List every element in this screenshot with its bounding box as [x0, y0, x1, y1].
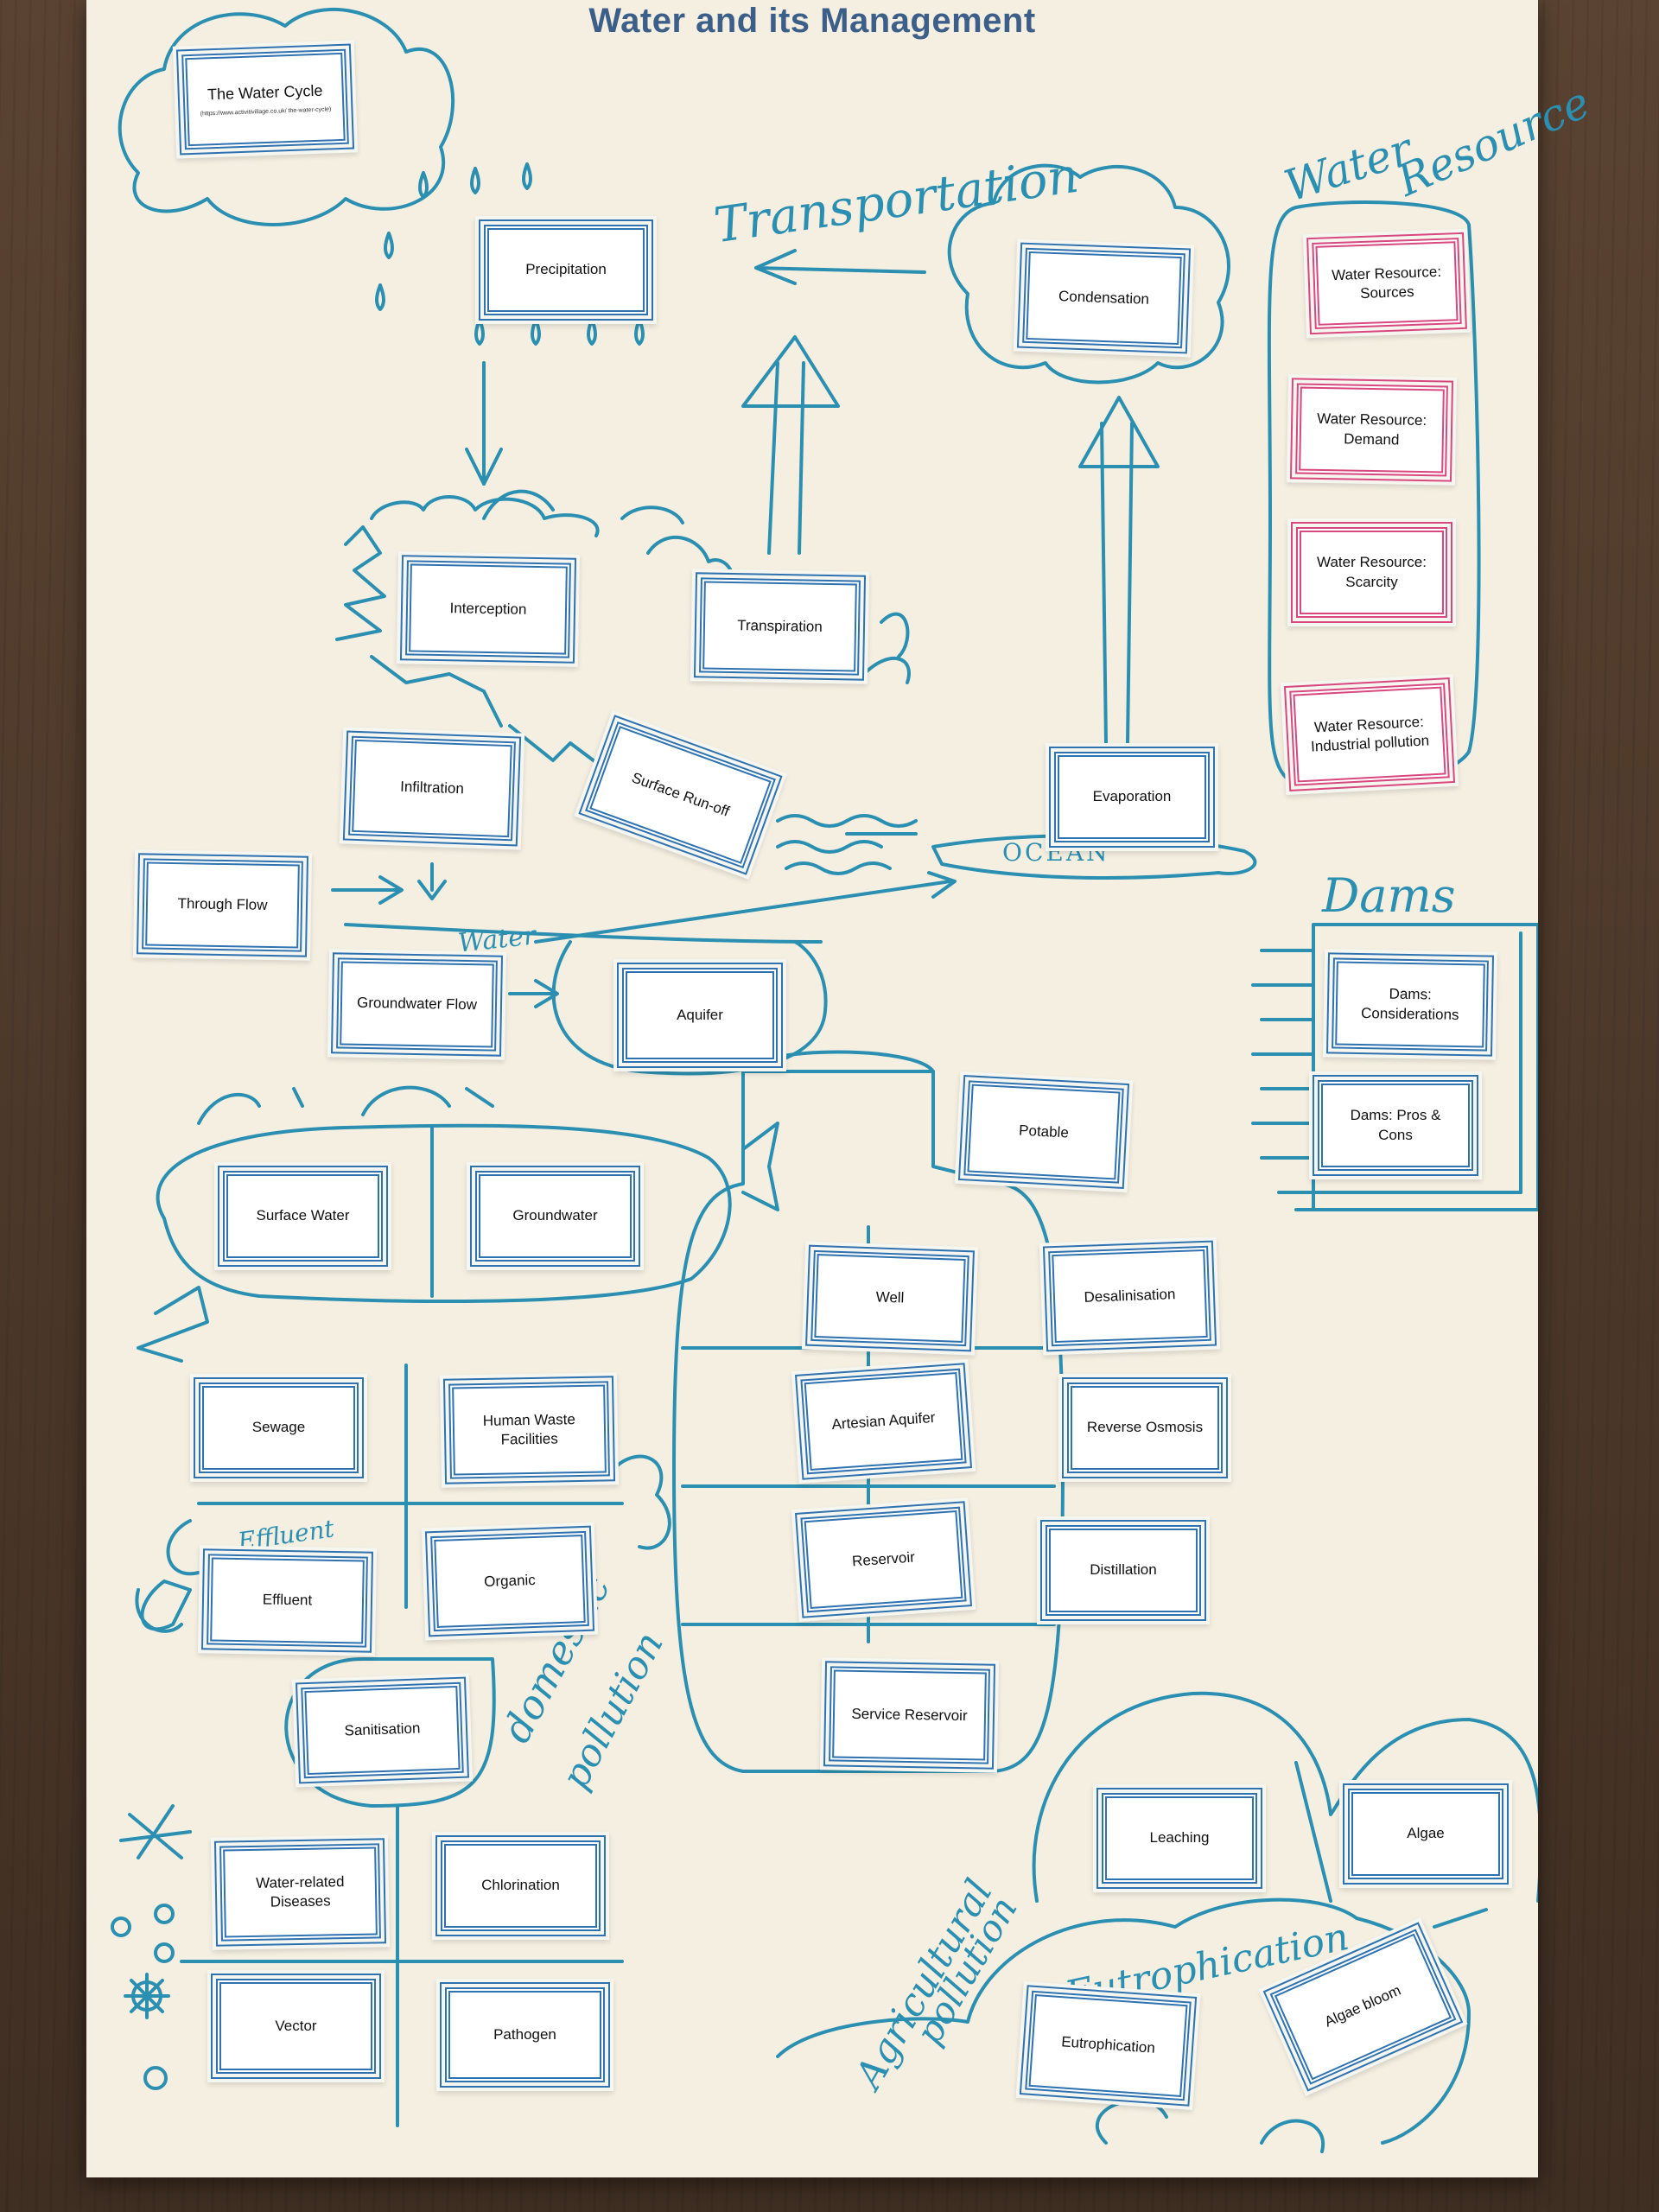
card-wr-demand: Water Resource: Demand [1290, 378, 1453, 482]
card-wr-scarcity: Water Resource: Scarcity [1291, 522, 1452, 623]
hand-label-dams: Dams [1322, 868, 1456, 923]
card-artesian-aquifer: Artesian Aquifer [795, 1362, 972, 1481]
fish-outline [156, 1123, 732, 1303]
arrow-transport [754, 266, 926, 274]
card-eutrophication: Eutrophication [1019, 1985, 1198, 2107]
eutrophication-mound [776, 1897, 1471, 2145]
hand-label-ocean: OCEAN [1002, 838, 1110, 867]
card-interception: Interception [399, 555, 577, 664]
card-water-related-diseases: Water-related Diseases [213, 1838, 387, 1947]
card-effluent: Effluent [201, 1548, 373, 1653]
leaching-cloud [1032, 1691, 1538, 1903]
card-evaporation: Evaporation [1049, 747, 1215, 848]
card-water-cycle-label: The Water Cycle [207, 81, 323, 104]
card-distillation: Distillation [1040, 1520, 1206, 1621]
card-aquifer: Aquifer [617, 963, 783, 1068]
card-reverse-osmosis: Reverse Osmosis [1062, 1377, 1228, 1478]
card-condensation: Condensation [1017, 242, 1191, 354]
card-wr-sources: Water Resource: Sources [1306, 232, 1467, 335]
card-organic: Organic [425, 1525, 594, 1637]
card-chlorination: Chlorination [435, 1835, 606, 1936]
card-leaching: Leaching [1096, 1788, 1262, 1889]
card-reservoir: Reservoir [795, 1500, 972, 1619]
waves [776, 814, 918, 875]
card-dams-pros-cons: Dams: Pros & Cons [1313, 1075, 1478, 1176]
card-sanitisation: Sanitisation [296, 1676, 469, 1784]
card-potable: Potable [958, 1074, 1129, 1190]
trees-sketch [335, 489, 684, 641]
aquifer-outline [551, 940, 828, 1076]
poster: Water and its Management [86, 0, 1597, 2177]
card-water-cycle: The Water Cycle (https://www.activitivil… [176, 43, 354, 156]
card-precipitation: Precipitation [479, 219, 653, 321]
card-desalinisation: Desalinisation [1043, 1240, 1217, 1352]
card-infiltration: Infiltration [342, 730, 522, 847]
card-transpiration: Transpiration [693, 572, 867, 681]
arrow-transpiration-up [741, 335, 840, 555]
card-wr-industrial: Water Resource: Industrial pollution [1284, 677, 1455, 792]
card-service-reservoir: Service Reservoir [823, 1661, 996, 1770]
card-groundwater-flow: Groundwater Flow [331, 952, 503, 1057]
card-groundwater: Groundwater [470, 1166, 640, 1267]
card-through-flow: Through Flow [137, 853, 308, 957]
poster-title: Water and its Management [588, 2, 1036, 40]
card-well: Well [805, 1244, 975, 1352]
sanitisation-outline [284, 1657, 496, 1808]
dams-brick-wall [1251, 923, 1538, 1211]
card-human-waste: Human Waste Facilities [442, 1376, 616, 1484]
card-sewage: Sewage [194, 1377, 364, 1478]
cloud-water-cycle [118, 7, 454, 226]
card-pathogen: Pathogen [440, 1982, 610, 2088]
card-vector: Vector [211, 1974, 381, 2079]
cloud-condensation [947, 163, 1230, 385]
card-water-cycle-link: (https://www.activitivillage.co.uk/ the-… [200, 106, 332, 118]
arrow-evaporation-up [1078, 396, 1160, 745]
card-surface-water: Surface Water [218, 1166, 388, 1267]
card-algae: Algae [1343, 1783, 1509, 1885]
card-dams-considerations: Dams: Considerations [1326, 952, 1494, 1057]
groundwater-line [344, 923, 823, 944]
